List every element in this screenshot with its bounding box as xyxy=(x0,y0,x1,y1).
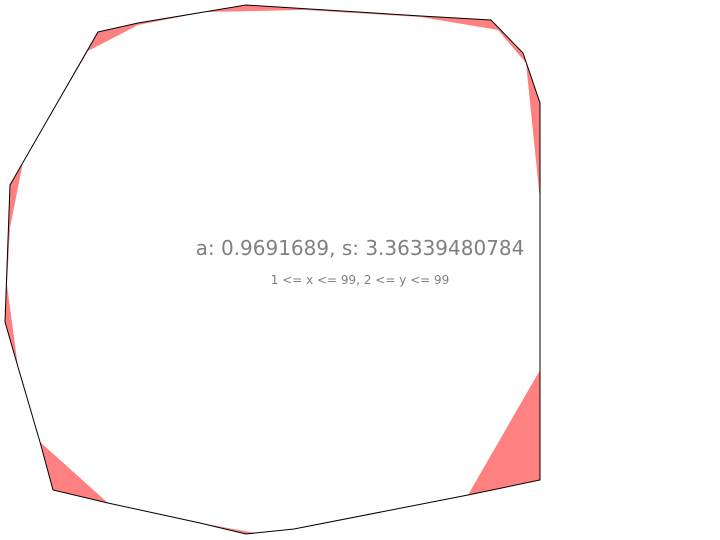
inner-shape xyxy=(7,10,540,533)
parameter-readout: a: 0.9691689, s: 3.36339480784 xyxy=(195,236,525,260)
range-constraints: 1 <= x <= 99, 2 <= y <= 99 xyxy=(270,273,450,287)
outer-polygon-outline xyxy=(4,4,541,535)
